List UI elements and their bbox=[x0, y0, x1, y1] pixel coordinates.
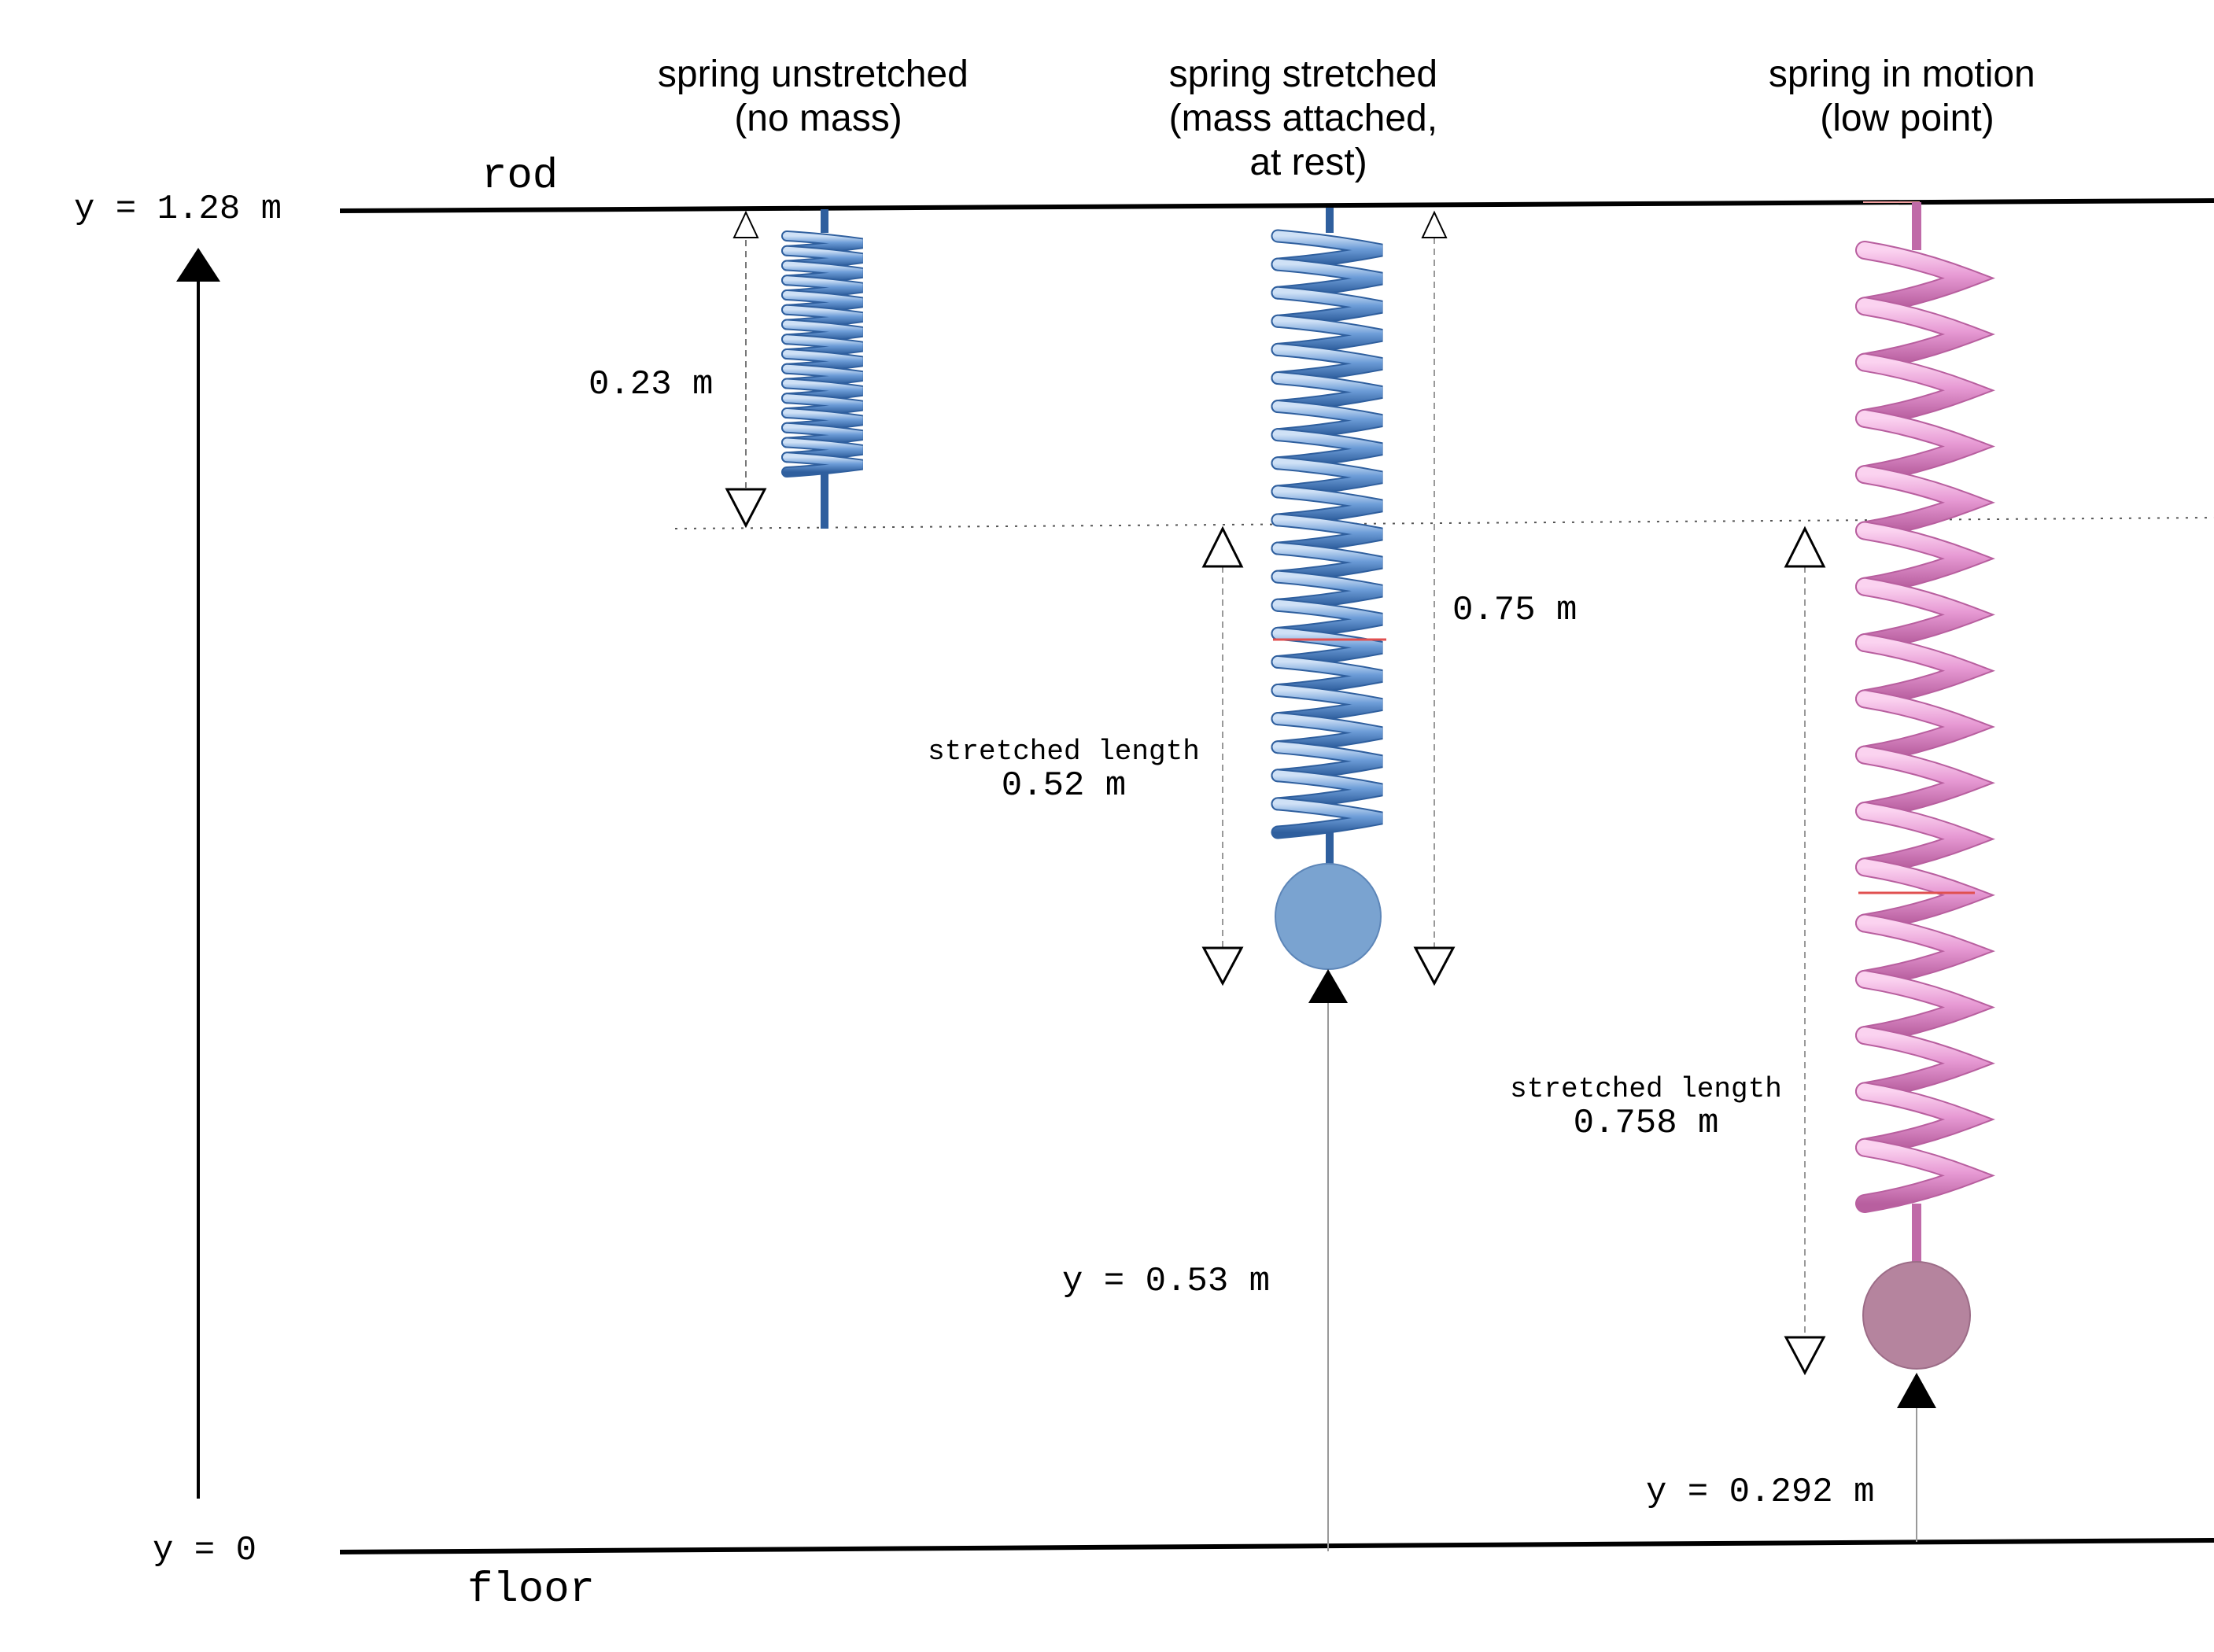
floor-height-label: y = 0 bbox=[153, 1531, 256, 1570]
reference-dotted-line bbox=[674, 517, 2214, 529]
spring-coil bbox=[1857, 971, 1991, 1044]
total-length-label: 0.75 m bbox=[1452, 591, 1577, 630]
spring-coil bbox=[1857, 242, 1991, 315]
stretched-length-caption-2: stretched length bbox=[928, 736, 1200, 768]
spring-coil bbox=[1857, 747, 1991, 819]
spring-coil bbox=[1857, 578, 1991, 651]
spring-coil bbox=[1857, 1083, 1991, 1156]
spring-coil bbox=[1857, 466, 1991, 539]
floor-label: floor bbox=[467, 1566, 595, 1614]
mass-height-arrow-3 bbox=[1897, 1373, 1936, 1542]
spring-coil bbox=[1857, 915, 1991, 987]
stretched-length-dimension-3 bbox=[1784, 525, 1826, 1376]
spring-coil bbox=[1857, 691, 1991, 763]
spring-coil bbox=[1857, 298, 1991, 371]
spring-coil bbox=[1272, 798, 1383, 838]
unstretched-length-dimension bbox=[725, 210, 767, 529]
spring-coil bbox=[1857, 1139, 1991, 1211]
height-axis-arrow bbox=[176, 248, 220, 1499]
panel-1-title: spring unstretched (no mass) bbox=[658, 53, 979, 139]
spring-coil bbox=[1857, 522, 1991, 595]
rod-height-label: y = 1.28 m bbox=[74, 190, 282, 229]
spring-coil bbox=[1857, 859, 1991, 931]
mass-low-point bbox=[1862, 1261, 1971, 1370]
spring-in-motion bbox=[1855, 201, 1995, 1267]
stretched-length-value-3: 0.758 m bbox=[1574, 1104, 1719, 1143]
mass-height-arrow-2 bbox=[1308, 969, 1348, 1551]
spring-coil bbox=[1857, 1027, 1991, 1100]
spring-coil bbox=[1857, 802, 1991, 876]
spring-coil bbox=[1857, 410, 1991, 483]
total-length-dimension bbox=[1413, 210, 1456, 986]
mass-height-label-2: y = 0.53 m bbox=[1062, 1262, 1270, 1301]
spring-coil bbox=[1857, 635, 1991, 707]
stretched-length-value-2: 0.52 m bbox=[1002, 766, 1126, 806]
unstretched-length-label: 0.23 m bbox=[589, 365, 713, 404]
rod-label: rod bbox=[482, 153, 558, 201]
floor-line bbox=[339, 1538, 2214, 1554]
unstretched-spring bbox=[781, 209, 863, 529]
mass-at-rest bbox=[1275, 863, 1382, 970]
rod-line bbox=[339, 198, 2214, 213]
mass-height-label-3: y = 0.292 m bbox=[1646, 1473, 1874, 1512]
panel-3-title: spring in motion (low point) bbox=[1769, 53, 2046, 139]
stretched-spring-at-rest bbox=[1271, 208, 1386, 873]
spring-coil bbox=[783, 453, 863, 476]
stretched-length-caption-3: stretched length bbox=[1510, 1073, 1782, 1105]
stretched-length-dimension bbox=[1201, 525, 1244, 986]
panel-2-title: spring stretched (mass attached, at rest… bbox=[1169, 53, 1448, 183]
spring-coil bbox=[1857, 354, 1991, 426]
